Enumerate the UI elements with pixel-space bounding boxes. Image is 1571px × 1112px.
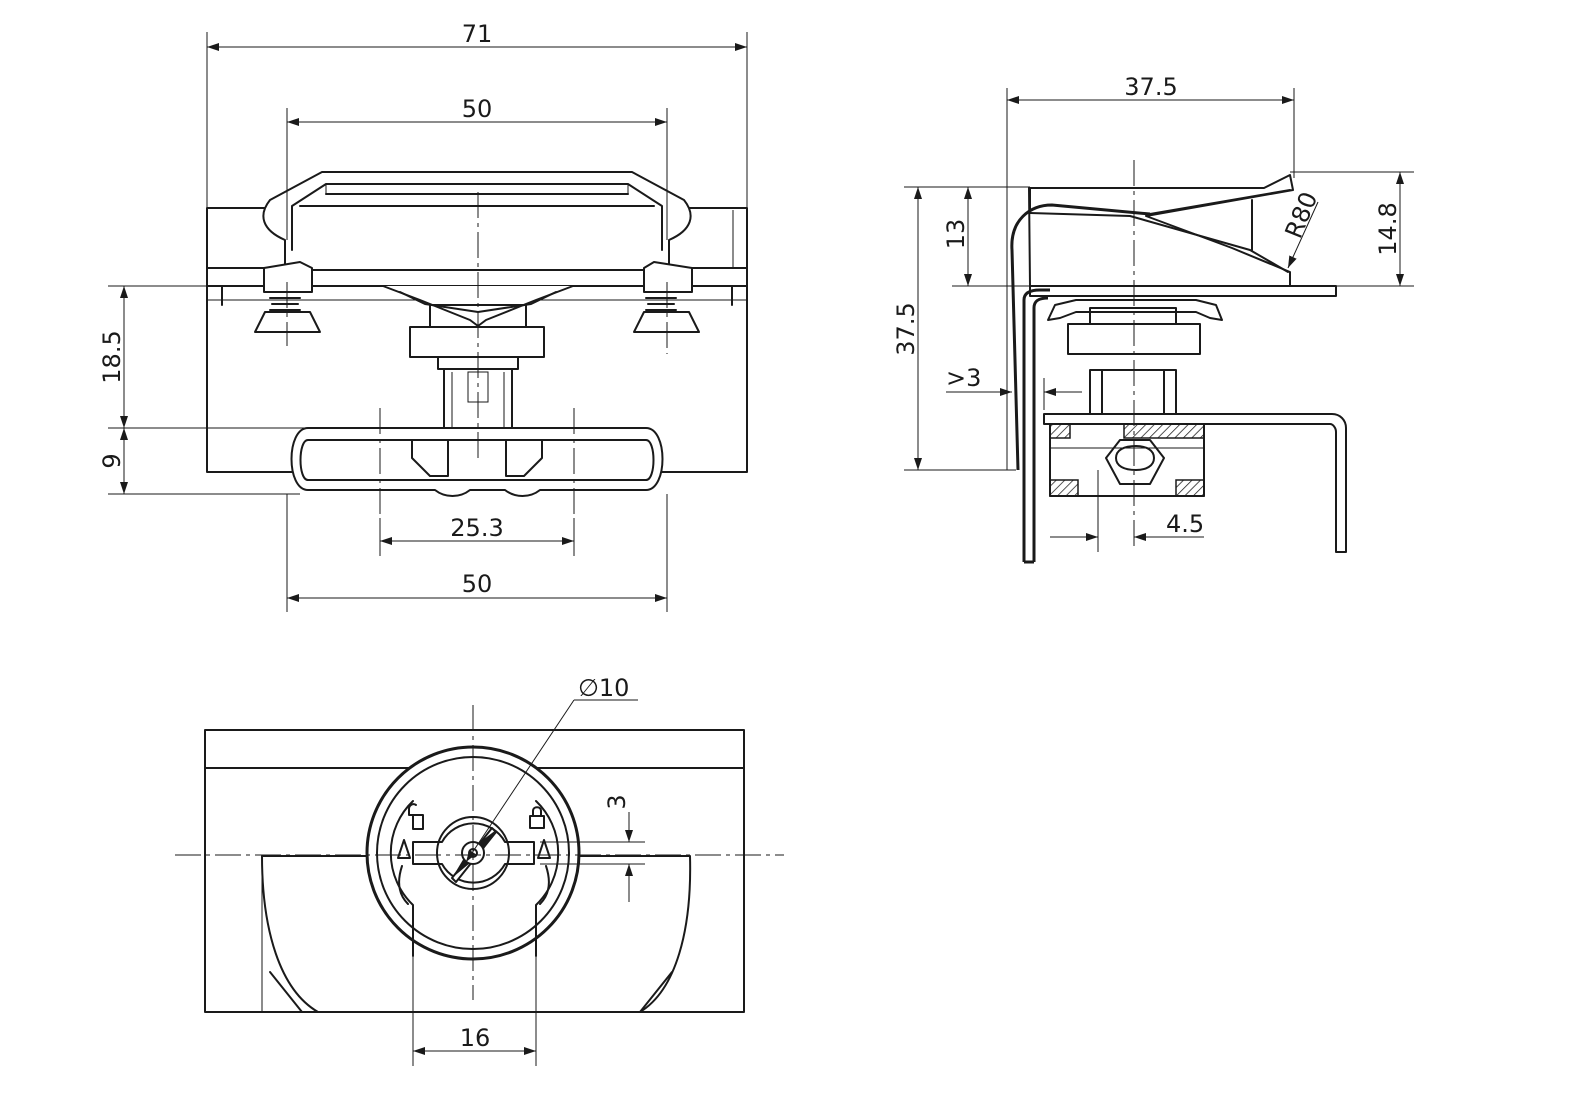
dim-label-min-3: >3 — [946, 364, 981, 392]
dim-side-14-8: 14.8 — [1290, 171, 1414, 287]
dim-side-overall-height: 37.5 — [892, 187, 1016, 471]
dim-front-handle-width: 50 — [286, 95, 668, 240]
dim-label-18-5: 18.5 — [98, 330, 126, 383]
unlock-icon — [408, 803, 424, 830]
side-bracket — [1022, 288, 1347, 564]
dim-label-37-5-top: 37.5 — [1124, 73, 1177, 101]
dim-bottom-offset: 3 — [540, 794, 645, 902]
dim-side-width: 37.5 — [1006, 73, 1295, 470]
dim-front-heights: 18.5 9 — [98, 285, 412, 495]
dim-label-71: 71 — [462, 20, 493, 48]
dim-bottom-width: 16 — [412, 956, 537, 1066]
dim-label-4-5: 4.5 — [1166, 510, 1204, 538]
dim-side-radius: R80 — [1280, 188, 1324, 269]
dim-side-offset: 4.5 — [1050, 470, 1204, 552]
dim-label-13: 13 — [942, 219, 970, 250]
bottom-view: ∅10 3 16 — [175, 674, 784, 1066]
dim-label-9: 9 — [98, 453, 126, 468]
dim-label-16: 16 — [460, 1024, 491, 1052]
dim-side-min-thickness: >3 — [946, 364, 1082, 410]
dim-side-13: 13 — [904, 186, 1030, 287]
side-lock-body — [1047, 299, 1223, 497]
dim-label-14-8: 14.8 — [1374, 202, 1402, 255]
dim-front-bottom-width: 50 — [286, 494, 668, 612]
dim-label-50-bottom: 50 — [462, 570, 493, 598]
dim-label-25-3: 25.3 — [450, 514, 503, 542]
dim-bottom-diameter: ∅10 — [465, 674, 638, 863]
side-handle — [1010, 174, 1337, 471]
front-slot-bar — [290, 427, 664, 497]
dim-front-slot-spacing: 25.3 — [379, 514, 575, 556]
front-view: 71 50 18.5 9 25.3 — [98, 20, 748, 612]
front-cam — [382, 285, 574, 440]
dim-front-overall-width: 71 — [206, 20, 748, 208]
dim-label-50-top: 50 — [462, 95, 493, 123]
dim-label-r80: R80 — [1280, 188, 1324, 242]
dim-label-3: 3 — [603, 794, 631, 809]
dim-label-diameter-10: ∅10 — [578, 674, 629, 702]
front-handle — [262, 171, 693, 293]
side-view: 37.5 13 14.8 37.5 >3 — [892, 73, 1414, 564]
dim-label-37-5-vertical: 37.5 — [892, 302, 920, 355]
padlock-icon — [529, 806, 545, 829]
